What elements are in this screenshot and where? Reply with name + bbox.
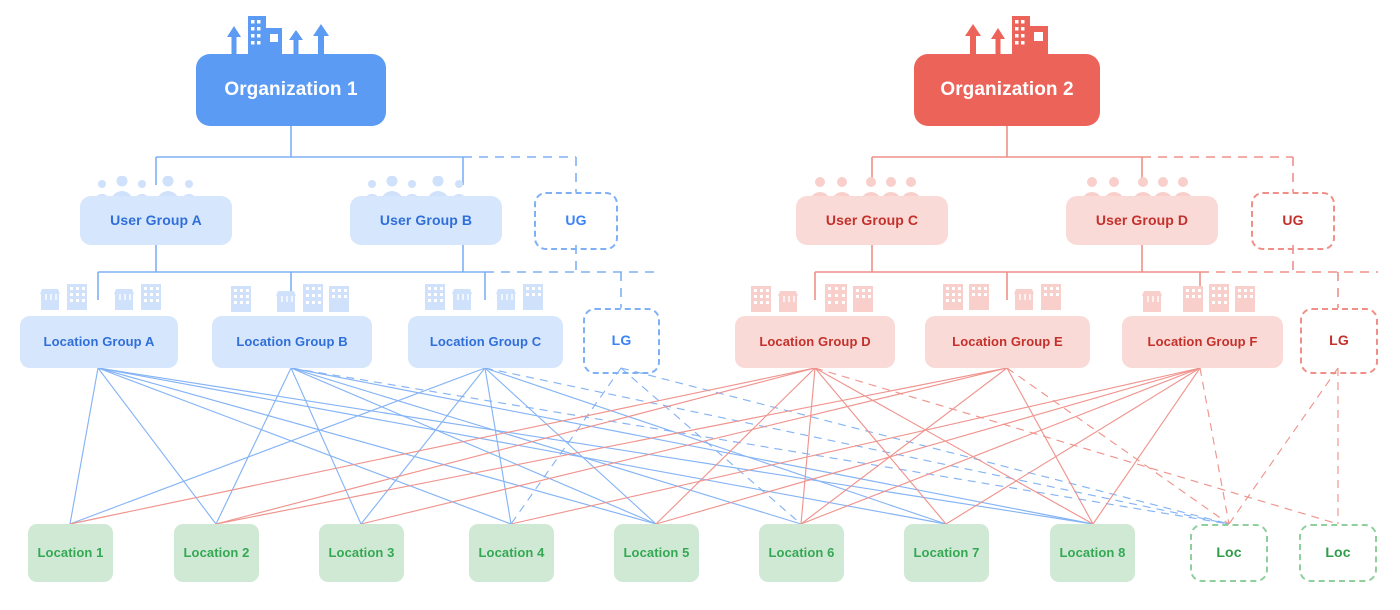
location-group-placeholder-label: LG: [611, 332, 632, 349]
location-group-label: Location Group F: [1147, 333, 1258, 349]
location-node[interactable]: Location 4: [469, 524, 554, 582]
location-group-label: Location Group A: [43, 333, 155, 349]
user-group-label: User Group B: [379, 211, 473, 228]
location-group-placeholder[interactable]: LG: [1300, 308, 1378, 374]
location-label: Location 7: [913, 544, 980, 560]
location-node[interactable]: Location 8: [1050, 524, 1135, 582]
location-placeholder[interactable]: Loc: [1299, 524, 1377, 582]
location-node[interactable]: Location 6: [759, 524, 844, 582]
location-placeholder[interactable]: Loc: [1190, 524, 1268, 582]
location-label: Location 4: [478, 544, 545, 560]
user-group-node[interactable]: User Group B: [350, 196, 502, 245]
location-group-label: Location Group D: [759, 333, 871, 349]
organization-label: Organization 2: [940, 78, 1074, 100]
location-label: Location 8: [1059, 544, 1126, 560]
location-node[interactable]: Location 2: [174, 524, 259, 582]
user-group-node[interactable]: User Group A: [80, 196, 232, 245]
location-group-label: Location Group C: [429, 333, 542, 349]
location-group-label: Location Group E: [952, 333, 1063, 349]
location-label: Location 2: [183, 544, 250, 560]
location-node[interactable]: Location 3: [319, 524, 404, 582]
location-group-node[interactable]: Location Group F: [1122, 316, 1283, 368]
location-label: Location 1: [37, 544, 104, 560]
organization-node[interactable]: Organization 2: [914, 54, 1100, 126]
location-group-node[interactable]: Location Group A: [20, 316, 178, 368]
user-group-label: User Group A: [110, 211, 202, 228]
user-group-node[interactable]: User Group D: [1066, 196, 1218, 245]
user-group-label: User Group C: [825, 211, 919, 228]
location-group-node[interactable]: Location Group E: [925, 316, 1090, 368]
user-group-node[interactable]: User Group C: [796, 196, 948, 245]
location-node[interactable]: Location 5: [614, 524, 699, 582]
location-label: Location 5: [623, 544, 690, 560]
user-group-placeholder[interactable]: UG: [1251, 192, 1335, 250]
location-group-placeholder-label: LG: [1329, 332, 1349, 349]
user-group-placeholder-label: UG: [565, 212, 587, 229]
organization-node[interactable]: Organization 1: [196, 54, 386, 126]
organization-label: Organization 1: [224, 78, 358, 100]
location-node[interactable]: Location 1: [28, 524, 113, 582]
user-group-placeholder[interactable]: UG: [534, 192, 618, 250]
user-group-label: User Group D: [1095, 211, 1189, 228]
location-label: Location 6: [768, 544, 835, 560]
location-group-node[interactable]: Location Group D: [735, 316, 895, 368]
location-group-label: Location Group B: [236, 333, 348, 349]
location-label: Location 3: [328, 544, 395, 560]
user-group-placeholder-label: UG: [1282, 212, 1304, 229]
location-group-node[interactable]: Location Group C: [408, 316, 563, 368]
location-group-placeholder[interactable]: LG: [583, 308, 660, 374]
location-placeholder-label: Loc: [1216, 544, 1242, 561]
location-placeholder-label: Loc: [1325, 544, 1351, 561]
location-node[interactable]: Location 7: [904, 524, 989, 582]
location-group-node[interactable]: Location Group B: [212, 316, 372, 368]
